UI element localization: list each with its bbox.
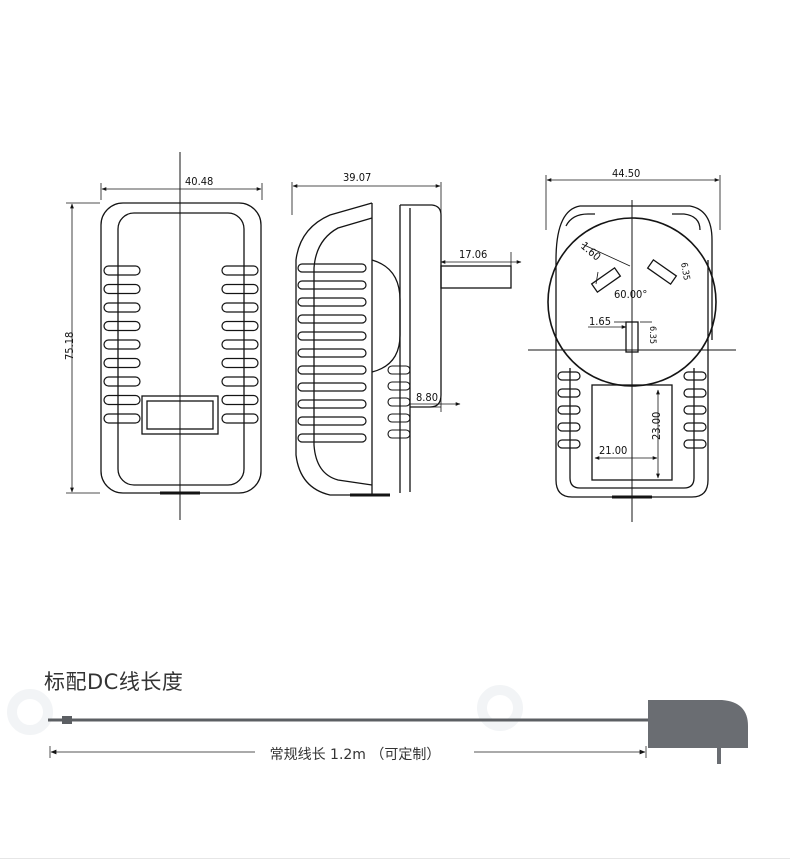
vent-slot xyxy=(221,394,259,406)
side-depth-dim: 39.07 xyxy=(343,171,371,184)
vent-slot xyxy=(557,388,581,398)
vent-slot xyxy=(297,365,367,375)
vent-slot xyxy=(557,439,581,449)
side-view xyxy=(291,182,522,497)
vent-slot xyxy=(683,422,707,432)
vent-slot xyxy=(683,405,707,415)
vent-slot xyxy=(387,413,411,423)
vent-slot xyxy=(103,265,141,276)
vent-slot xyxy=(557,405,581,415)
plug-pin-width-dim: 1.60 xyxy=(578,239,603,263)
vent-slot xyxy=(221,302,259,313)
vent-slot xyxy=(297,314,367,324)
front-width-dim: 40.48 xyxy=(185,175,213,188)
vent-slot xyxy=(103,302,141,313)
plug-view xyxy=(528,175,736,522)
cable-tip xyxy=(62,716,72,724)
vent-slot xyxy=(103,376,141,387)
vent-slot xyxy=(103,320,141,332)
side-pin-length-dim: 17.06 xyxy=(459,248,487,261)
vent-slot xyxy=(221,339,259,350)
cable-length-label: 常规线长 1.2m （可定制） xyxy=(269,747,441,763)
front-height-dim: 75.18 xyxy=(63,332,76,360)
front-vents-right xyxy=(221,265,259,424)
plug-angled-pin-dim: 6.35 xyxy=(678,262,691,281)
vent-slot xyxy=(387,429,411,439)
vent-slot xyxy=(297,399,367,409)
vent-slot xyxy=(297,280,367,290)
vent-slot xyxy=(387,381,411,391)
plug-earth-pin-length-dim: 6.35 xyxy=(647,326,657,344)
adapter-body xyxy=(648,700,748,748)
adapter-pin xyxy=(717,748,721,764)
vent-slot xyxy=(221,357,259,369)
plug-pin-angle-dim: 60.00° xyxy=(614,288,647,301)
vent-slot xyxy=(683,371,707,381)
vent-slot xyxy=(103,357,141,369)
vent-slot xyxy=(221,376,259,387)
cable-title: 标配DC线长度 xyxy=(44,670,184,694)
side-small-vents xyxy=(387,365,411,439)
vent-slot xyxy=(387,365,411,375)
front-view xyxy=(66,152,263,520)
plug-earth-pin-width-dim: 1.65 xyxy=(589,315,611,328)
vent-slot xyxy=(103,283,141,295)
vent-slot xyxy=(297,416,367,426)
vent-slot xyxy=(297,297,367,307)
vent-slot xyxy=(557,422,581,432)
plug-label-height-dim: 23.00 xyxy=(650,412,663,440)
vent-slot xyxy=(297,382,367,392)
vent-slot xyxy=(221,283,259,295)
vent-slot xyxy=(297,263,367,273)
vent-slot xyxy=(683,388,707,398)
footer-divider xyxy=(0,858,790,859)
vent-slot xyxy=(221,320,259,332)
side-vents xyxy=(297,263,367,443)
vent-slot xyxy=(557,371,581,381)
vent-slot xyxy=(297,433,367,443)
side-pin-offset-dim: 8.80 xyxy=(416,391,438,404)
vent-slot xyxy=(297,331,367,341)
vent-slot xyxy=(221,265,259,276)
vent-slot xyxy=(103,394,141,406)
plug-width-dim: 44.50 xyxy=(612,167,640,180)
dc-cable xyxy=(7,685,748,764)
vent-slot xyxy=(103,413,141,424)
vent-slot xyxy=(297,348,367,358)
vent-slot xyxy=(683,439,707,449)
plug-vents-left xyxy=(557,371,581,449)
front-vents-left xyxy=(103,265,141,424)
plug-vents-right xyxy=(683,371,707,449)
vent-slot xyxy=(103,339,141,350)
plug-label-width-dim: 21.00 xyxy=(599,444,627,457)
vent-slot xyxy=(387,397,411,407)
vent-slot xyxy=(221,413,259,424)
